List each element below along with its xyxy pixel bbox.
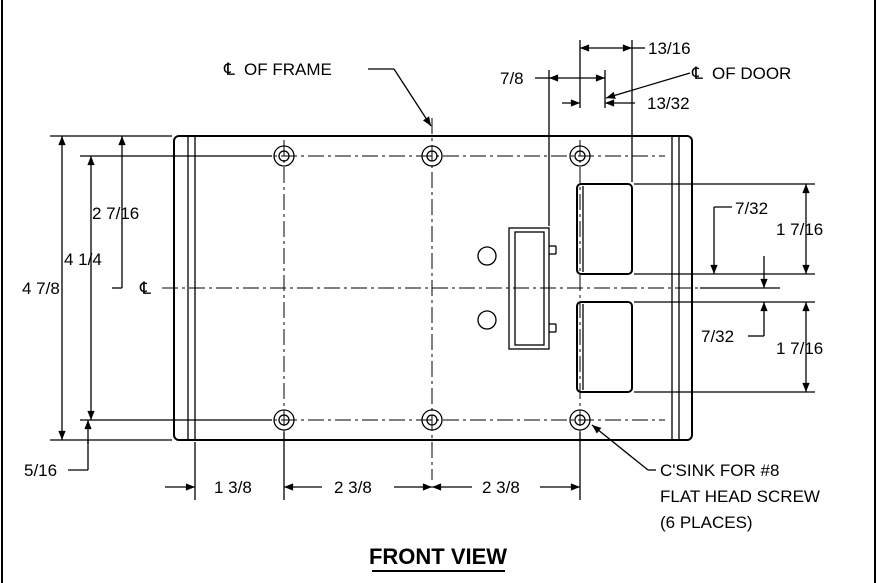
dim-left-4-1-4: 4 1/4 xyxy=(64,250,102,269)
dim-bottom-1-3-8: 1 3/8 xyxy=(214,478,252,497)
screw-hole-bottom-right xyxy=(569,409,591,431)
cl-frame-leader xyxy=(368,68,432,127)
dim-right-1-7-16-lower: 1 7/16 xyxy=(776,339,823,358)
small-hole-upper xyxy=(477,246,497,266)
csink-note-line1: C'SINK FOR #8 xyxy=(660,461,779,480)
centerlines xyxy=(162,118,700,480)
top-dimensions xyxy=(535,40,691,226)
view-title: FRONT VIEW xyxy=(369,544,507,569)
screw-hole-top-center xyxy=(421,145,443,167)
dim-right-7-32-lower: 7/32 xyxy=(701,327,734,346)
small-hole-lower xyxy=(477,310,497,330)
cl-door-symbol: ℄ xyxy=(691,64,703,83)
door-upper xyxy=(576,183,633,275)
screw-holes xyxy=(273,145,591,431)
cl-main-symbol: ℄ xyxy=(139,279,151,298)
screw-hole-top-left xyxy=(273,145,295,167)
dim-right-7-32-upper: 7/32 xyxy=(735,199,768,218)
dim-left-2-7-16: 2 7/16 xyxy=(92,204,139,223)
right-dimensions xyxy=(634,183,815,393)
screw-hole-bottom-left xyxy=(273,409,295,431)
screw-hole-bottom-center xyxy=(421,409,443,431)
door-lower xyxy=(576,301,633,393)
dim-bottom-2-3-8-b: 2 3/8 xyxy=(482,478,520,497)
cl-frame-label: OF FRAME xyxy=(244,60,332,79)
dim-top-13-16: 13/16 xyxy=(648,39,691,58)
dim-bottom-2-3-8-a: 2 3/8 xyxy=(334,478,372,497)
dim-top-13-32: 13/32 xyxy=(647,94,690,113)
dim-right-1-7-16-upper: 1 7/16 xyxy=(776,220,823,239)
dim-left-4-7-8: 4 7/8 xyxy=(22,279,60,298)
dim-left-5-16: 5/16 xyxy=(24,461,57,480)
csink-note-line2: FLAT HEAD SCREW xyxy=(660,487,820,506)
latch-block xyxy=(508,227,557,350)
csink-leader xyxy=(591,424,656,471)
bottom-dimensions xyxy=(165,432,581,500)
cl-door-label: OF DOOR xyxy=(712,64,791,83)
csink-note-line3: (6 PLACES) xyxy=(660,513,753,532)
screw-hole-top-right xyxy=(569,145,591,167)
cl-frame-symbol: ℄ xyxy=(223,60,235,79)
dim-top-7-8: 7/8 xyxy=(500,69,524,88)
left-dimensions xyxy=(50,135,272,471)
